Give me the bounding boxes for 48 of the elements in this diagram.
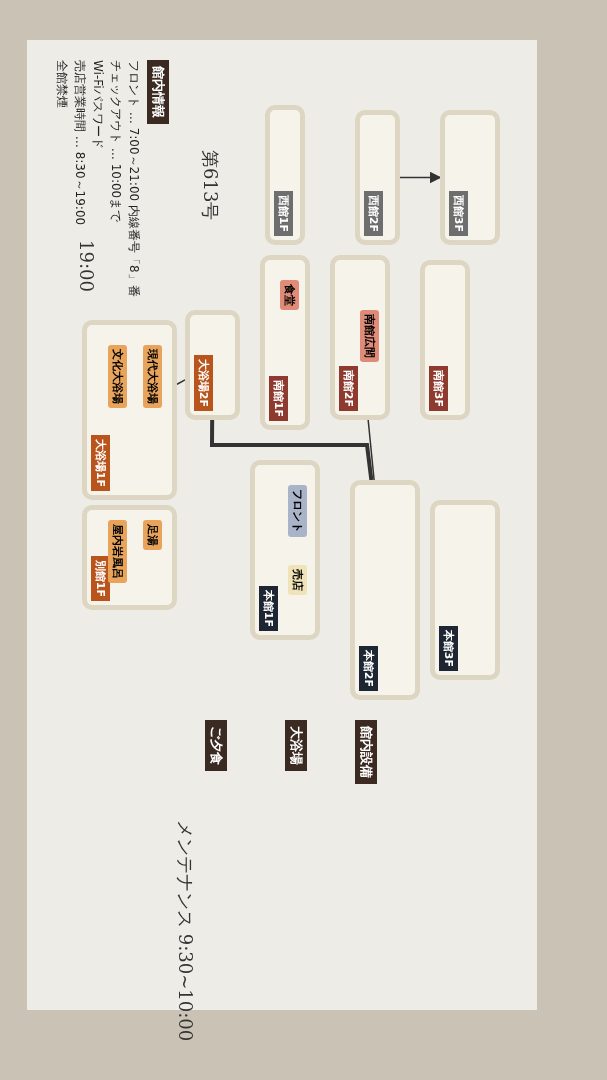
room-label: 売店 <box>288 565 307 595</box>
section-heading: 大浴場 <box>285 720 307 771</box>
floor-label: 本館2F <box>359 645 378 691</box>
room-label: 食堂 <box>280 280 299 310</box>
floor-label: 別館1F <box>91 555 110 601</box>
floor-plan <box>440 110 500 245</box>
floor-plan <box>330 255 390 420</box>
info-line: 全館禁煙 <box>54 60 70 108</box>
info-line: 売店営業時間 … 8:30～19:00 <box>72 60 88 226</box>
floor-plan <box>250 460 320 640</box>
floor-plan <box>420 260 470 420</box>
floor-label: 本館3F <box>439 625 458 671</box>
section-heading: ご夕食 <box>205 720 227 771</box>
floor-plan <box>185 310 240 420</box>
info-line: チェックアウト … 10:00まで <box>108 60 124 223</box>
floor-label: 南館2F <box>339 365 358 411</box>
info-line: Wi-Fiパスワード <box>90 60 106 149</box>
room-label: 現代大浴場 <box>143 345 162 408</box>
floor-label: 西館3F <box>449 190 468 236</box>
info-line: フロント … 7:00～21:00 内線番号「8」番 <box>126 60 142 297</box>
floor-label: 南館1F <box>269 375 288 421</box>
connector-line <box>176 379 186 385</box>
floor-plan <box>82 505 177 610</box>
handwritten-note: メンテナンス 9:30~10:00 <box>174 820 197 1042</box>
handwritten-note: 第613号 <box>199 150 222 221</box>
floor-label: 本館1F <box>259 585 278 631</box>
room-label: 南館広間 <box>360 310 379 362</box>
floor-plan <box>82 320 177 500</box>
floor-plan <box>260 255 310 430</box>
connector-line <box>399 171 442 184</box>
corridor <box>210 420 374 481</box>
room-label: 屋内岩風呂 <box>108 520 127 583</box>
floor-label: 大浴場2F <box>194 354 213 411</box>
floor-label: 西館1F <box>274 190 293 236</box>
room-label: 文化大浴場 <box>108 345 127 408</box>
section-heading: 館内設備 <box>355 720 377 784</box>
handwritten-note: 19:00 <box>76 240 97 292</box>
floor-plan <box>430 500 500 680</box>
floor-label: 南館3F <box>429 365 448 411</box>
room-label: 足湯 <box>143 520 162 550</box>
floor-plan <box>265 105 305 245</box>
floor-plan <box>350 480 420 700</box>
floor-plan <box>355 110 400 245</box>
section-heading: 館内情報 <box>147 60 169 124</box>
room-label: フロント <box>288 485 307 537</box>
floor-label: 西館2F <box>364 190 383 236</box>
connector-line <box>367 419 375 481</box>
floor-label: 大浴場1F <box>91 434 110 491</box>
